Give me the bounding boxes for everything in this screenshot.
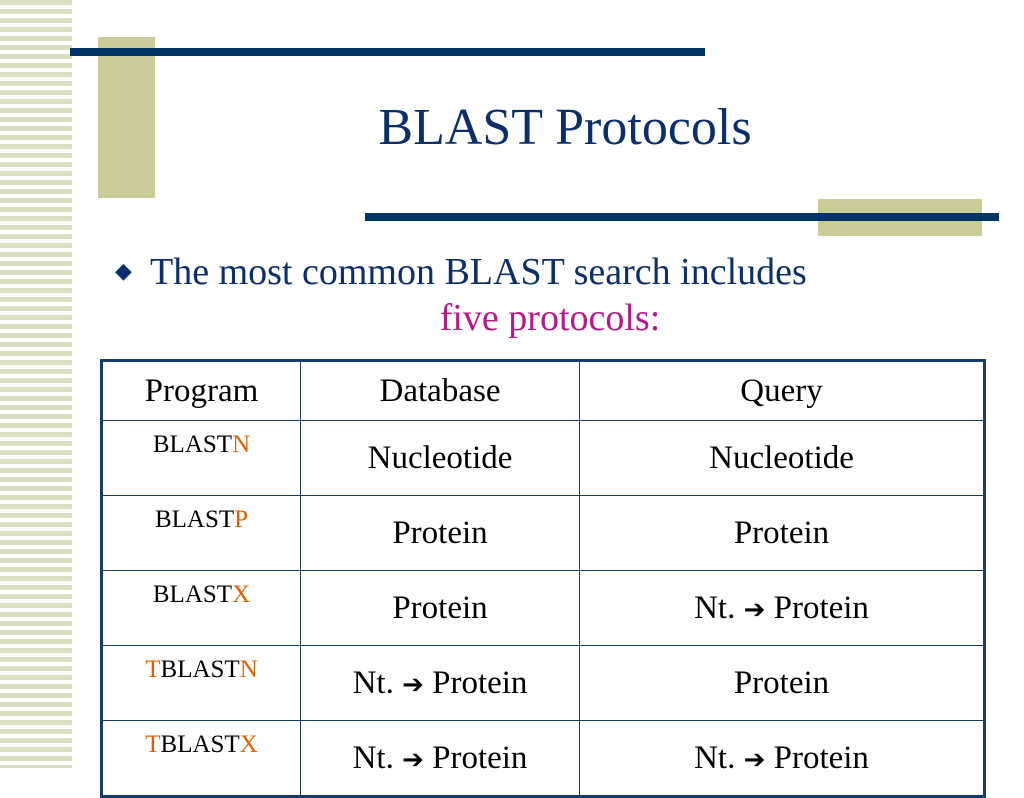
- database-cell: Protein: [300, 570, 580, 646]
- column-header: Program: [101, 360, 301, 421]
- database-value: Nucleotide: [367, 439, 513, 476]
- query-value: Protein: [773, 589, 869, 626]
- program-name-part: X: [239, 731, 258, 758]
- program-cell: BLASTN: [101, 420, 301, 496]
- program-cell: BLASTP: [101, 495, 301, 571]
- query-value: Protein: [773, 739, 869, 776]
- slide-title: BLAST Protocols: [378, 99, 752, 156]
- column-header: Query: [579, 360, 985, 421]
- database-value: Protein: [392, 589, 488, 626]
- arrow-right-icon: ➔: [743, 594, 766, 625]
- title-rule-bottom: [365, 213, 999, 221]
- query-cell: Nucleotide: [579, 420, 985, 496]
- query-cell: Protein: [579, 645, 985, 721]
- arrow-right-icon: ➔: [402, 669, 424, 700]
- query-cell: Nt. ➔ Protein: [579, 570, 985, 646]
- bullet-text: The most common BLAST search includes: [150, 251, 807, 293]
- database-value: Protein: [392, 514, 488, 551]
- database-cell: Nt. ➔ Protein: [300, 645, 580, 721]
- program-name-part: X: [232, 581, 251, 608]
- database-value: Nt.: [352, 664, 394, 701]
- query-value: Protein: [733, 664, 830, 701]
- program-name-part: T: [145, 656, 161, 683]
- diamond-bullet-icon: ◆: [115, 258, 132, 283]
- query-value: Nucleotide: [709, 439, 854, 476]
- query-cell: Protein: [579, 495, 985, 571]
- database-value: Protein: [432, 739, 528, 776]
- database-value: Protein: [432, 664, 528, 701]
- program-name-part: BLAST: [154, 506, 235, 533]
- database-cell: Nt. ➔ Protein: [300, 720, 580, 797]
- program-name-part: P: [234, 506, 249, 533]
- striped-margin-decoration: [0, 0, 72, 768]
- program-name-part: N: [232, 431, 251, 458]
- accent-block-vertical: [98, 37, 155, 198]
- program-name-part: BLAST: [152, 431, 233, 458]
- query-cell: Nt. ➔ Protein: [579, 720, 985, 797]
- table-row: BLASTP Protein Protein: [101, 495, 985, 571]
- title-rule-top: [70, 48, 705, 56]
- arrow-right-icon: ➔: [743, 744, 766, 775]
- program-name-part: BLAST: [160, 731, 240, 758]
- program-cell: TBLASTN: [101, 645, 301, 721]
- database-value: Nt.: [352, 739, 394, 776]
- program-name-part: BLAST: [160, 656, 240, 683]
- program-cell: BLASTX: [101, 570, 301, 646]
- query-value: Protein: [733, 514, 830, 551]
- database-cell: Nucleotide: [300, 420, 580, 496]
- bullet-text-highlight: five protocols:: [439, 297, 661, 339]
- column-header: Database: [300, 360, 580, 421]
- program-name-part: N: [239, 656, 258, 683]
- arrow-right-icon: ➔: [402, 744, 424, 775]
- program-cell: TBLASTX: [101, 720, 301, 797]
- query-value: Nt.: [694, 739, 736, 776]
- database-cell: Protein: [300, 495, 580, 571]
- program-name-part: T: [145, 731, 161, 758]
- table-row: BLASTN Nucleotide Nucleotide: [101, 420, 985, 496]
- program-name-part: BLAST: [152, 581, 233, 608]
- query-value: Nt.: [694, 589, 736, 626]
